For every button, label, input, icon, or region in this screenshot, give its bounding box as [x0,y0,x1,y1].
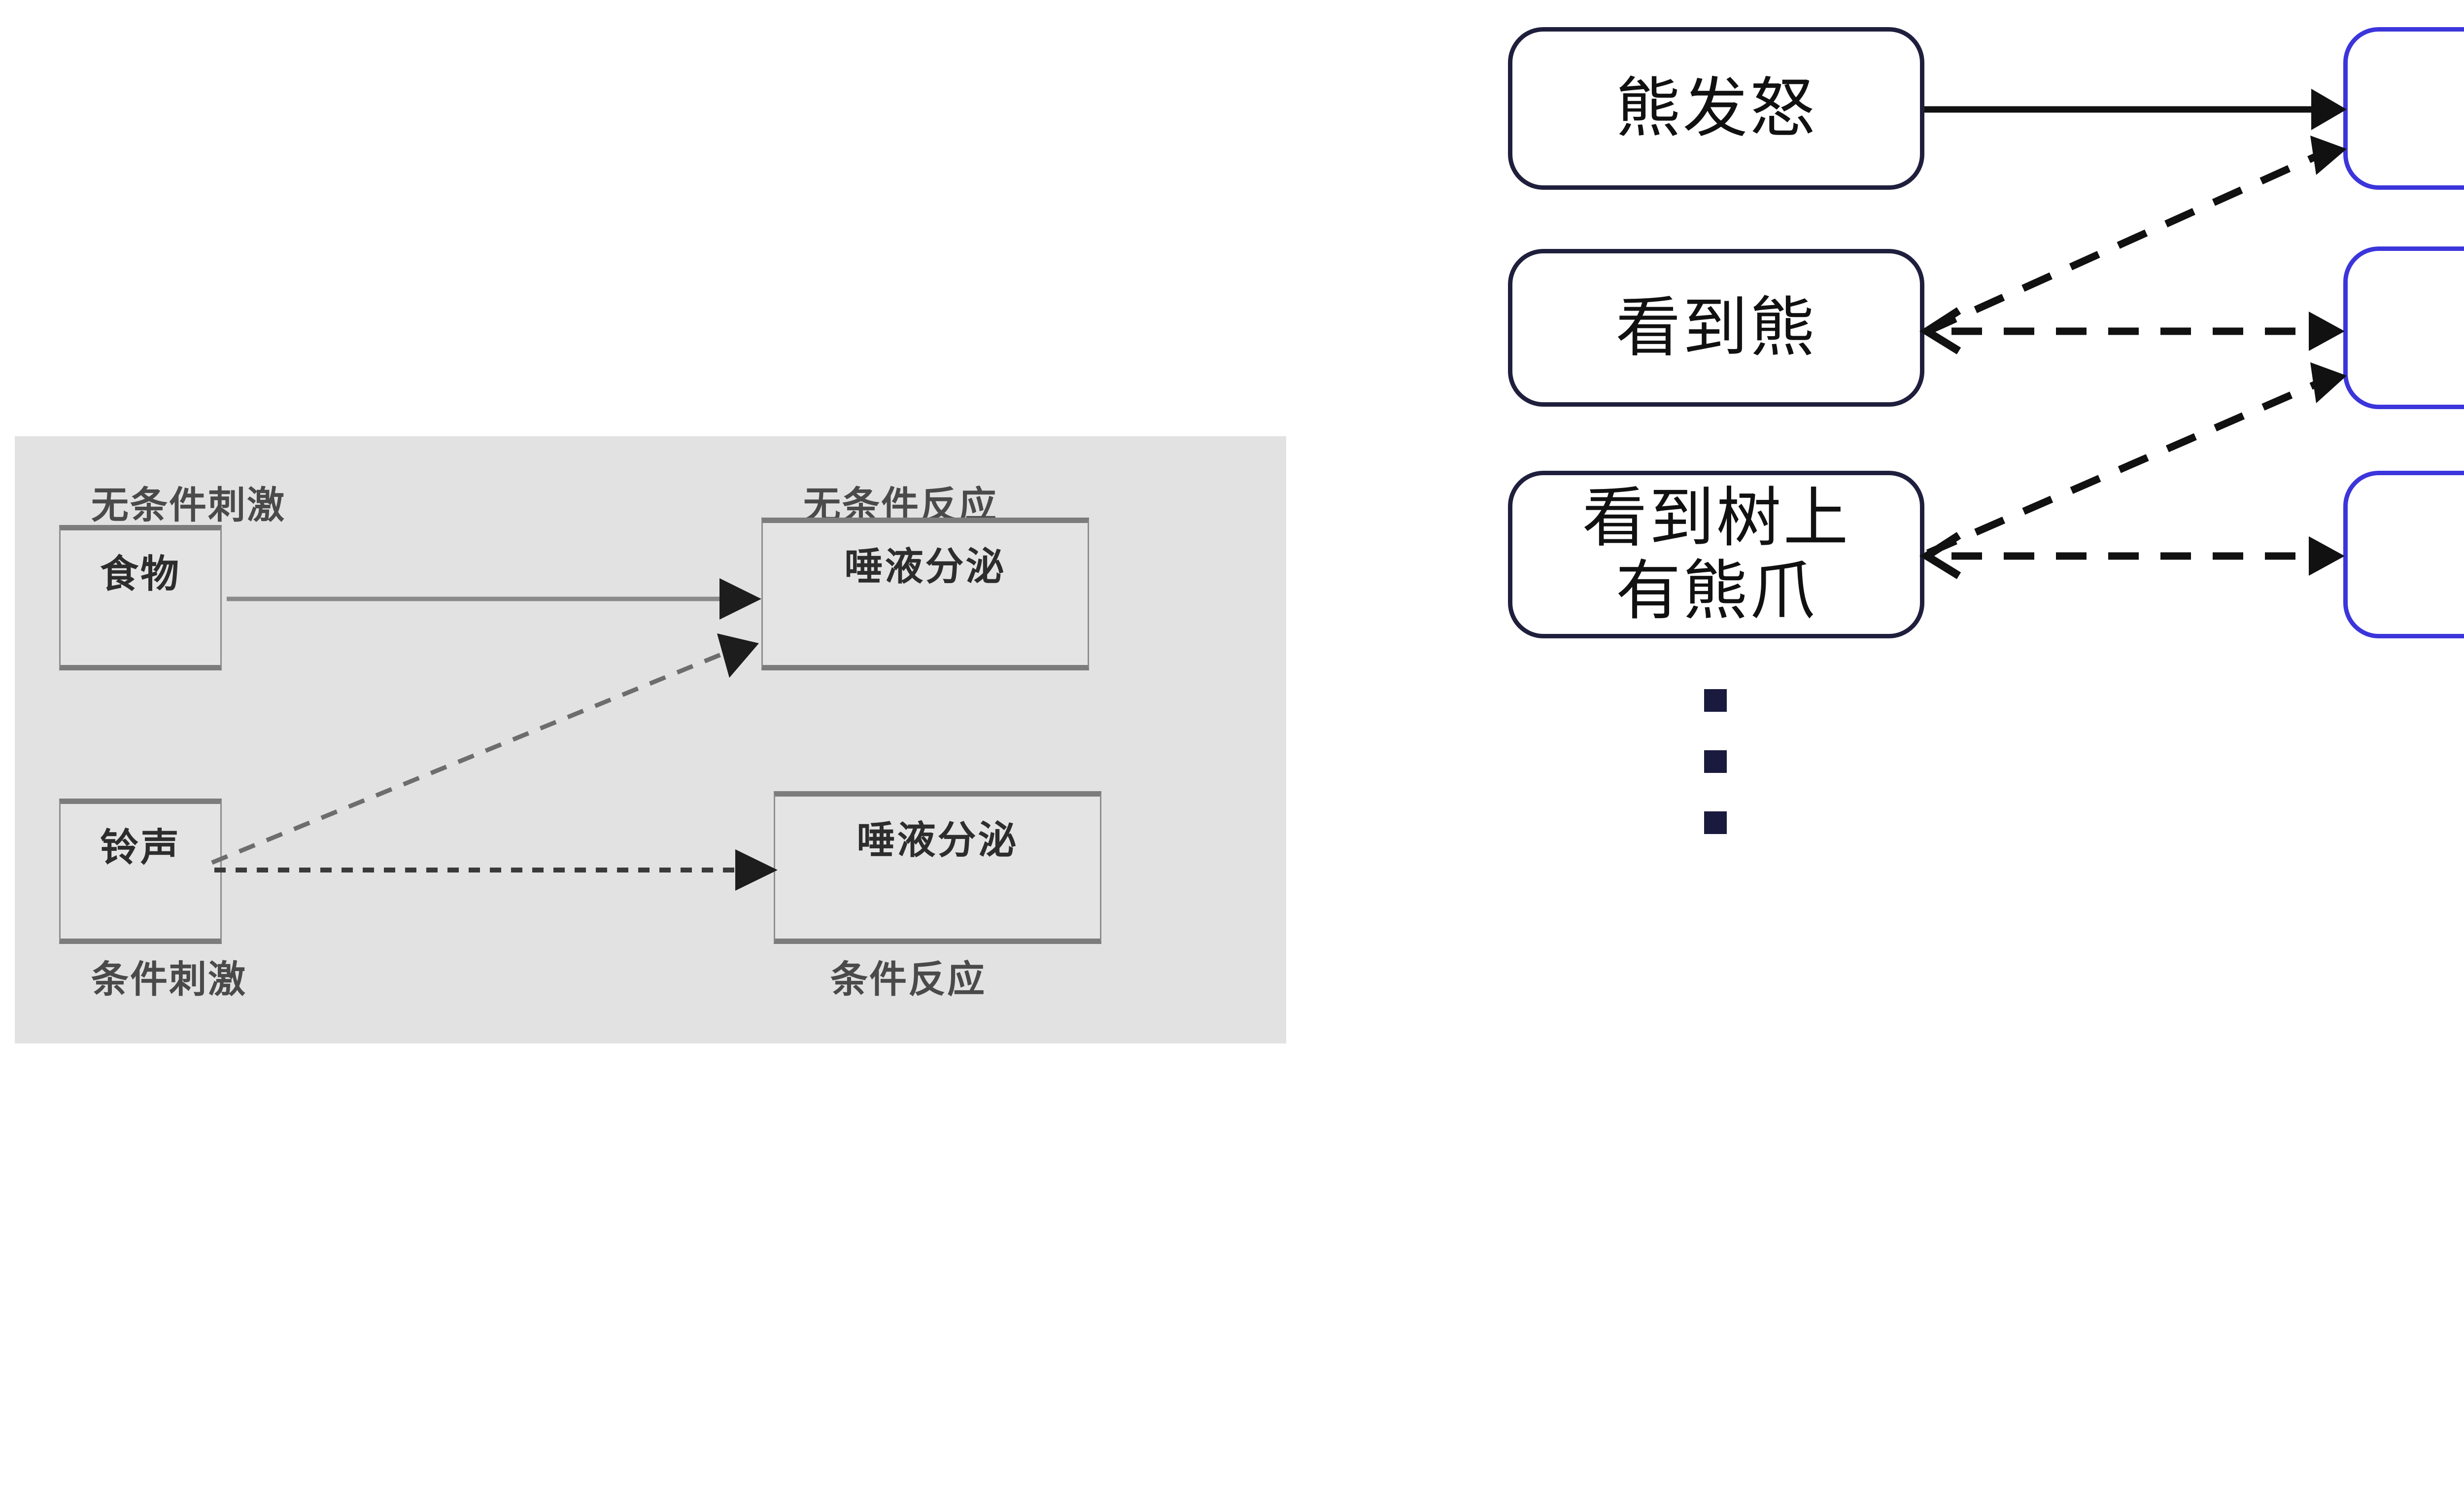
box-see-bear-claw-line1: 看到树上 [1582,482,1850,555]
classical-conditioning-panel: 无条件刺激 无条件反应 条件刺激 条件反应 食物 铃声 唾液分泌 唾液分泌 [15,436,1286,1044]
label-conditioned-stimulus: 条件刺激 [91,959,247,1001]
box-see-bear[interactable]: 看到熊 [1508,249,1924,407]
arrow-see-bear-to-reward-head [2310,136,2347,175]
arrow-see-claw-to-v-s-prime-line [1926,381,2317,557]
arrow-bell-to-salivation-cond-head [735,849,778,891]
arrow-see-claw-to-v-s-head-left [1919,532,1961,579]
box-see-bear-label: 看到熊 [1615,291,1817,364]
arrow-bell-to-salivation-uncond-line [211,651,725,865]
ellipsis-dot [1704,750,1727,773]
label-unconditioned-stimulus: 无条件刺激 [91,485,286,526]
arrow-bell-to-salivation-uncond-head [717,633,759,678]
rl-diagram-panel: 熊发怒 看到熊 看到树上 有熊爪 奖励 V(s′) V(s) [1429,0,2464,1499]
box-bear-angry-label: 熊发怒 [1615,72,1817,145]
ellipsis-left-column [1704,689,1727,872]
arrow-see-bear-to-v-s-prime-head-left [1919,307,1961,354]
box-see-bear-claw-label: 看到树上 有熊爪 [1582,482,1850,627]
arrow-see-bear-to-reward-line [1926,153,2317,335]
box-value-s[interactable]: V(s) [2343,471,2464,638]
arrow-see-claw-to-v-s-head-right [2309,536,2345,576]
box-salivation-conditioned-label: 唾液分泌 [856,818,1019,862]
box-salivation-conditioned: 唾液分泌 [774,791,1101,944]
box-reward[interactable]: 奖励 [2343,27,2464,190]
arrow-food-to-salivation-head [719,578,761,620]
box-salivation-unconditioned-label: 唾液分泌 [844,545,1006,588]
box-food-label: 食物 [100,552,181,595]
arrow-see-claw-to-v-s-prime-head [2310,362,2347,403]
rl-diagram-arrows [1919,89,2347,579]
box-see-bear-claw-line2: 有熊爪 [1615,555,1817,627]
box-salivation-unconditioned: 唾液分泌 [761,518,1089,670]
label-conditioned-response: 条件反应 [830,959,986,1001]
ellipsis-dot [1704,811,1727,834]
ellipsis-dot [1704,689,1727,712]
box-value-s-prime[interactable]: V(s′) [2343,246,2464,409]
box-see-bear-claw[interactable]: 看到树上 有熊爪 [1508,471,1924,638]
arrow-bear-angry-to-reward-head [2311,89,2347,130]
box-bell-label: 铃声 [100,826,181,869]
arrow-see-bear-to-v-s-prime-head-right [2309,312,2345,351]
box-bear-angry[interactable]: 熊发怒 [1508,27,1924,190]
classical-conditioning-arrows [211,578,778,891]
box-food: 食物 [59,525,222,670]
